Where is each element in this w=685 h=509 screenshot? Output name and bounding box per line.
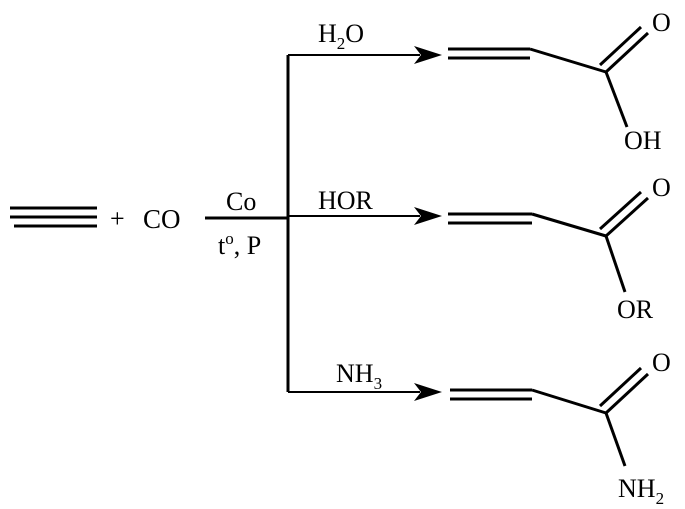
conditions-degree: o: [225, 229, 234, 248]
acrylic-skeleton: [448, 190, 650, 293]
branch-water: H2O O OH: [288, 8, 671, 155]
reagent-main: H: [318, 19, 337, 48]
conditions-t: t: [218, 231, 226, 260]
reagent-tail: O: [345, 19, 364, 48]
group-main: NH: [618, 474, 656, 503]
arrow-head: [414, 383, 442, 401]
functional-group: OR: [617, 295, 654, 324]
reagent-subscript: 3: [374, 374, 383, 393]
conditions-label: to, P: [218, 229, 261, 260]
conditions-rest: , P: [234, 231, 261, 260]
carbonyl-oxygen: O: [652, 348, 671, 377]
reagent-label: HOR: [318, 186, 374, 215]
carbonyl-oxygen: O: [652, 173, 671, 202]
reagent-label: NH3: [336, 359, 382, 393]
arrow-head: [414, 46, 442, 64]
branch-alcohol: HOR O OR: [288, 173, 671, 324]
reagent-label: H2O: [318, 19, 364, 53]
carbonyl-oxygen: O: [652, 8, 671, 37]
acetylene-triple-bond: [10, 206, 97, 228]
carbon-monoxide: CO: [143, 204, 181, 234]
catalyst-label: Co: [226, 187, 256, 216]
plus-sign: +: [110, 204, 125, 233]
group-subscript: 2: [656, 489, 665, 508]
reagent-main: NH: [336, 359, 374, 388]
functional-group: OH: [624, 126, 662, 155]
acrylic-skeleton: [448, 25, 650, 128]
branch-ammonia: NH3 O NH2: [288, 348, 671, 508]
arrow-head: [414, 207, 442, 225]
functional-group: NH2: [618, 474, 664, 508]
acrylic-skeleton: [450, 366, 650, 467]
reagent-subscript: 2: [337, 34, 346, 53]
